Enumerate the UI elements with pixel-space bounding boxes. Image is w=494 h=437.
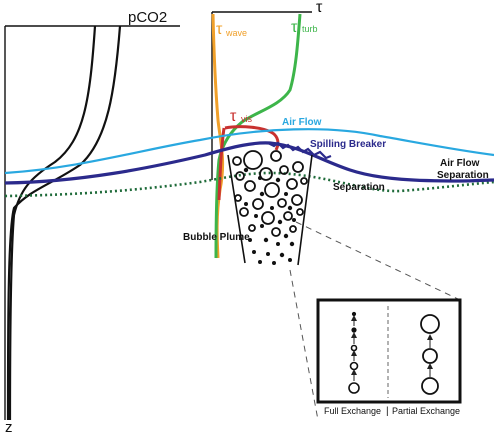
air-flow-label: Air Flow — [282, 117, 322, 128]
pco2-axis — [4, 25, 180, 420]
air-flow-line — [4, 128, 494, 175]
spilling-breaker-crest — [267, 141, 332, 160]
tau-vis-symbol: τ — [230, 108, 237, 125]
tau-turb-symbol: τ — [291, 19, 298, 36]
air-flow-separation-label-line2: Separation — [437, 170, 489, 181]
bubble-plume-funnel — [227, 154, 313, 266]
pco2-profile-outer — [6, 25, 122, 421]
tau-turb-subscript: turb — [302, 24, 318, 34]
tau-wave-symbol: τ — [216, 21, 223, 38]
tau-axis-label: τ — [316, 0, 323, 16]
bubble-plume-small-bubbles — [243, 167, 296, 265]
partial-exchange-label: Partial Exchange — [392, 406, 460, 416]
bubble-plume-label: Bubble Plume — [183, 232, 250, 243]
spilling-breaker-label: Spilling Breaker — [310, 139, 386, 150]
separation-label: Separation — [333, 182, 385, 193]
exchange-divider-label: | — [386, 406, 389, 417]
bubble-plume-bubbles — [232, 150, 308, 237]
tau-vis-subscript: vis — [241, 114, 252, 124]
full-exchange-label: Full Exchange — [324, 406, 381, 416]
zoom-connector-lines — [289, 221, 461, 421]
separation-dotted-line — [4, 171, 494, 198]
z-axis-label: z — [5, 419, 13, 436]
tau-wave-subscript: wave — [225, 28, 247, 38]
pco2-profile-inner — [8, 25, 97, 421]
tau-vis-curve — [217, 125, 280, 201]
air-flow-separation-label-line1: Air Flow — [440, 158, 480, 169]
tau-turb-curve — [214, 13, 302, 259]
pco2-label: pCO2 — [128, 9, 167, 26]
